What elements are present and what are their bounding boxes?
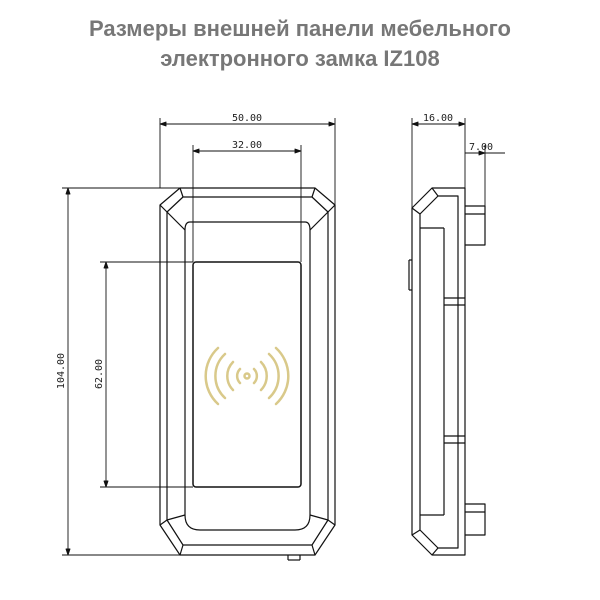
rfid-wireless-icon	[204, 346, 290, 406]
front-view	[159, 187, 336, 561]
dim-height-outer: 104.00	[56, 353, 67, 389]
side-tab-top	[465, 205, 486, 246]
dim-depth-outer: 16.00	[423, 113, 453, 124]
side-dimension-lines	[411, 118, 505, 208]
dim-height-inner: 62.00	[94, 359, 105, 389]
panel-inner-outline	[184, 221, 311, 531]
panel-bezel-outline	[166, 196, 329, 546]
dim-width-inner: 32.00	[232, 140, 262, 151]
side-tab-bottom	[465, 503, 486, 536]
front-dimension-lines	[62, 118, 336, 556]
reader-window	[192, 261, 302, 488]
title-line-2: электронного замка IZ108	[160, 46, 440, 71]
side-inner-outline	[419, 195, 459, 549]
dim-depth-inner: 7.00	[469, 142, 493, 153]
panel-outer-outline	[159, 187, 336, 556]
title-line-1: Размеры внешней панели мебельного	[89, 16, 511, 41]
side-view	[408, 187, 486, 556]
dim-width-outer: 50.00	[232, 113, 262, 124]
drawing-title: Размеры внешней панели мебельного электр…	[0, 14, 600, 74]
